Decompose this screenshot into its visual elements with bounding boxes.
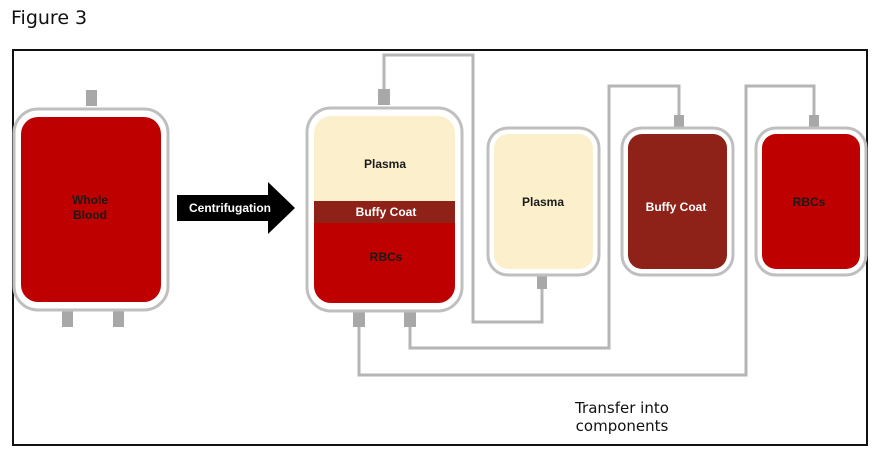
- centrifugation-label: Centrifugation: [189, 201, 271, 215]
- bag-fill: [762, 134, 860, 269]
- bag-port: [62, 311, 73, 327]
- buffy-coat-layer-label: Buffy Coat: [356, 205, 417, 219]
- plasma-bag: Plasma: [486, 126, 601, 289]
- arrow-shape: [177, 182, 295, 234]
- rbc-bag-label: RBCs: [793, 195, 826, 209]
- bag-port: [537, 276, 547, 289]
- bag-port: [378, 89, 390, 105]
- bag-port: [404, 311, 416, 327]
- plasma-layer-label: Plasma: [364, 157, 406, 171]
- bag-fill: [494, 134, 593, 269]
- rbc-bag: RBCs: [754, 115, 868, 277]
- centrifuged-bag: Plasma Buffy Coat RBCs: [305, 89, 464, 327]
- plasma-layer: [314, 116, 455, 201]
- tube-buffy-coat: [408, 84, 681, 350]
- bag-fill: [628, 134, 727, 269]
- buffy-coat-bag: Buffy Coat: [620, 115, 735, 277]
- transfer-note-line2: components: [576, 417, 669, 435]
- plasma-bag-label: Plasma: [522, 195, 564, 209]
- buffy-coat-layer: [314, 201, 455, 223]
- rbc-layer: [314, 223, 455, 303]
- bag-port: [674, 115, 684, 128]
- transfer-note-line1: Transfer into: [574, 399, 669, 417]
- bag-port: [353, 311, 365, 327]
- buffy-coat-bag-label: Buffy Coat: [646, 200, 707, 214]
- bag-port: [86, 90, 97, 106]
- tube-rbcs: [357, 84, 816, 377]
- whole-blood-label-line1: Whole: [72, 193, 108, 207]
- centrifugation-arrow: Centrifugation: [177, 182, 295, 234]
- tubing: [357, 53, 816, 377]
- whole-blood-bag: Whole Blood: [12, 90, 170, 327]
- bag-port: [809, 115, 819, 128]
- bag-port: [113, 311, 124, 327]
- whole-blood-label-line2: Blood: [73, 208, 107, 222]
- tube-plasma: [382, 53, 544, 324]
- rbc-layer-label: RBCs: [370, 250, 403, 264]
- figure-caption: Figure 3: [11, 7, 88, 29]
- bag-fill: [21, 117, 161, 302]
